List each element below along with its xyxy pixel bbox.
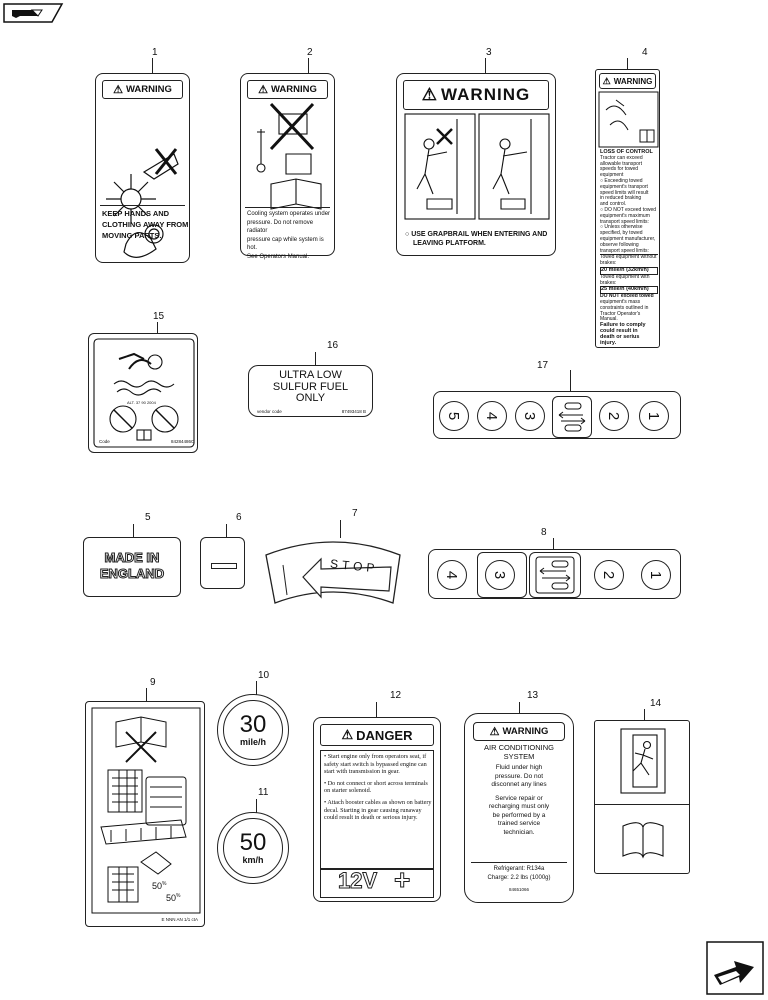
book-hand-icon: [3, 3, 64, 23]
exit-door-book-icon: [620, 728, 666, 859]
decal-14-emergency-exit: [594, 720, 690, 874]
key-1: 1: [641, 560, 671, 590]
shuttle-key: [529, 552, 581, 598]
decal-16-part: 87493418 B: [341, 409, 366, 414]
tractor-towing-icon: [598, 91, 659, 148]
arrow-forward-icon: [706, 941, 764, 995]
key-3: 3: [485, 560, 515, 590]
decal-6-minus: [200, 537, 245, 589]
decal-9-battery: 50% 50% E NNN AN 1/1 ctA: [85, 701, 205, 927]
key-5: 5: [439, 401, 469, 431]
callout-4: 4: [642, 47, 648, 58]
key-1: 1: [639, 401, 669, 431]
decal-2-header: WARNING: [270, 84, 317, 95]
decal-9-pct1: 50%: [152, 881, 167, 891]
callout-1: 1: [152, 47, 158, 58]
minus-icon: [211, 563, 237, 569]
key-2: 2: [599, 401, 629, 431]
callout-5: 5: [145, 512, 151, 523]
decal-8-gear-keypad: 4 3 2 1: [428, 549, 681, 599]
decal-12-volt: 12V: [337, 868, 378, 894]
shuttle-key: [552, 396, 592, 438]
key-2: 2: [594, 560, 624, 590]
callout-17: 17: [537, 360, 549, 371]
callout-14: 14: [650, 698, 662, 709]
decal-12-plus: +: [393, 864, 411, 896]
decal-15-code: Code: [99, 439, 110, 444]
decal-11-speed-kmh: 50 km/h: [217, 812, 289, 884]
decal-9-pct2: 50%: [166, 893, 181, 903]
decal-3-header: WARNING: [441, 85, 531, 104]
decal-15-part: 84284486C: [171, 439, 195, 444]
shuttle-arrows-icon: [535, 556, 575, 594]
decal-12-danger: ⚠DANGER • Start engine only from operato…: [313, 717, 441, 902]
decal-13-part: 84651066: [508, 887, 530, 892]
decal-13-text: AIR CONDITIONING SYSTEM Fluid under high…: [483, 743, 554, 836]
decal-13-air-conditioning: ⚠WARNING AIR CONDITIONING SYSTEM Fluid u…: [464, 713, 574, 903]
callout-8: 8: [541, 527, 547, 538]
decal-13-header: WARNING: [502, 726, 549, 737]
callout-13: 13: [527, 690, 539, 701]
battery-engine-icon: [91, 707, 201, 914]
decal-1-header: WARNING: [125, 84, 172, 95]
callout-10: 10: [258, 670, 270, 681]
callout-3: 3: [486, 47, 492, 58]
decal-15-fuel-cap: ALT. 37 90 2004 Code 84284486C: [88, 333, 198, 453]
decal-10-speed-mph: 30 mile/h: [217, 694, 289, 766]
key-4: 4: [477, 401, 507, 431]
shuttle-arrows-icon: [558, 402, 586, 432]
callout-11: 11: [258, 787, 269, 798]
key-4: 4: [437, 560, 467, 590]
fuel-water-icon: [93, 338, 195, 448]
callout-12: 12: [390, 690, 402, 701]
decal-15-mid: ALT. 37 90 2004: [127, 400, 156, 405]
callout-16: 16: [327, 340, 339, 351]
decal-16-vendor: vendor code: [257, 409, 282, 414]
key-3: 3: [515, 401, 545, 431]
decal-12-header: DANGER: [356, 727, 413, 743]
top-left-toolbar[interactable]: [2, 2, 64, 24]
radiator-cap-icon: [256, 102, 322, 210]
next-page-button[interactable]: [706, 941, 764, 995]
callout-15: 15: [153, 311, 165, 322]
decal-4-header: WARNING: [613, 76, 653, 86]
callout-7: 7: [352, 508, 358, 519]
decal-12-text: • Start engine only from operators seat,…: [324, 753, 432, 822]
decal-3-grabrail: ⚠WARNING ○ USE GRAPBRAIL WHEN ENTERING A…: [396, 73, 556, 256]
callout-2: 2: [307, 47, 313, 58]
callout-6: 6: [236, 512, 242, 523]
decal-17-gear-keypad: 5 4 3 2 1: [433, 391, 681, 439]
callout-9: 9: [150, 677, 156, 688]
decal-9-code: E NNN AN 1/1 ctA: [161, 917, 198, 922]
fan-hand-icon: [106, 148, 179, 258]
decal-7-stop-shape: [265, 541, 401, 604]
climbing-person-icon: [404, 113, 550, 220]
decal-4-loss-of-control: ⚠WARNING LOSS OF CONTROL Tractor can exc…: [595, 69, 660, 348]
